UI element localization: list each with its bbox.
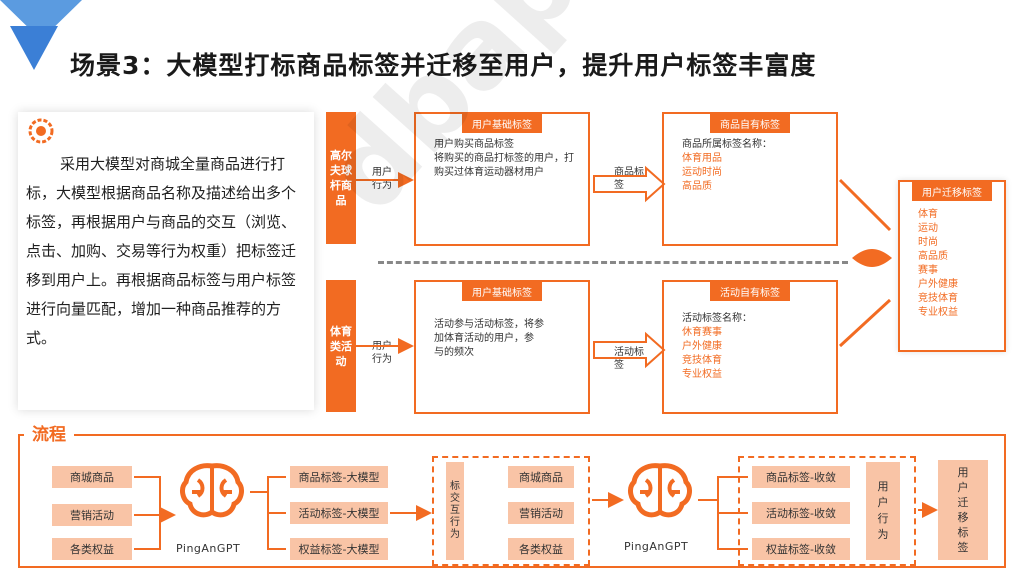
bottom-user-basic-line-1: 活动参与活动标签，将参: [434, 319, 544, 330]
activity-tag-label: 活动标签: [614, 347, 644, 371]
flow-input2-campaign: 营销活动: [508, 502, 574, 524]
intro-text: 采用大模型对商城全量商品进行打标，大模型根据商品名称及描述给出多个标签，再根据用…: [26, 155, 297, 347]
brain-icon-2: [628, 463, 692, 518]
flow-brand-1: PingAnGPT: [176, 542, 241, 555]
section-divider: [378, 261, 848, 264]
flow-label-goods-llm: 商品标签-大模型: [290, 466, 388, 488]
migrated-tag-6: 户外健康: [918, 279, 958, 290]
flow-brand-2: PingAnGPT: [624, 540, 689, 553]
flow-label-activity-llm: 活动标签-大模型: [290, 502, 388, 524]
migrated-tag-2: 运动: [918, 223, 938, 234]
flow-label-rights-llm: 权益标签-大模型: [290, 538, 388, 560]
migrated-tag-3: 时尚: [918, 237, 938, 248]
migrated-tag-5: 赛事: [918, 265, 938, 276]
top-user-basic-line-1: 用户购买商品标签: [434, 139, 514, 150]
logo-icon: [28, 118, 54, 144]
flow-user-behavior: 用户行为: [866, 462, 900, 560]
goods-own-tag-header: 商品自有标签: [710, 114, 790, 133]
brain-icon: [180, 463, 244, 518]
activity-own-tag-2: 户外健康: [682, 341, 722, 352]
page-title: 场景3：大模型打标商品标签并迁移至用户，提升用户标签丰富度: [70, 51, 817, 80]
goods-own-tag-3: 高品质: [682, 181, 712, 192]
activity-own-tag-3: 竞技体育: [682, 355, 722, 366]
activity-own-tag-header: 活动自有标签: [710, 282, 790, 301]
flow-mid-group: [432, 456, 590, 566]
flow-panel: [18, 434, 1006, 568]
bottom-user-behavior-label: 用户行为: [372, 341, 392, 365]
top-user-basic-line-2: 将购买的商品打标签的用户，打: [434, 153, 574, 164]
flow-input2-goods: 商城商品: [508, 466, 574, 488]
top-user-basic-box: 用户基础标签 用户购买商品标签 将购买的商品打标签的用户，打 购买过体育运动器材…: [414, 112, 590, 246]
top-user-behavior-label: 用户行为: [372, 167, 392, 191]
bottom-user-basic-header: 用户基础标签: [462, 282, 542, 301]
flow-title: 流程: [24, 420, 74, 445]
goods-own-tag-intro: 商品所属标签名称：: [682, 139, 772, 150]
flow-input-campaign: 营销活动: [52, 504, 132, 526]
tab-golf-goods: 高尔夫球杆商品: [326, 112, 356, 244]
activity-own-tag-box: 活动自有标签 活动标签名称： 休育赛事 户外健康 竞技体育 专业权益: [662, 280, 838, 414]
migrated-tag-7: 竞技体育: [918, 293, 958, 304]
corner-decoration: [0, 0, 82, 70]
flow-input-goods: 商城商品: [52, 466, 132, 488]
flow-label-rights-converge: 权益标签-收敛: [752, 538, 850, 560]
flow-input2-rights: 各类权益: [508, 538, 574, 560]
top-user-basic-header: 用户基础标签: [462, 114, 542, 133]
goods-own-tag-2: 运动时尚: [682, 167, 722, 178]
top-user-basic-line-3: 购买过体育运动器材用户: [434, 167, 544, 178]
flow-relation-label: 标交互行为: [446, 462, 464, 560]
flow-final-tag: 用户迁移标签: [938, 460, 988, 560]
user-migrated-tag-box: 用户迁移标签 体育 运动 时尚 高品质 赛事 户外健康 竞技体育 专业权益: [898, 180, 1006, 352]
intro-card: 采用大模型对商城全量商品进行打标，大模型根据商品名称及描述给出多个标签，再根据用…: [18, 112, 314, 410]
tab-sports-activity: 体育类活动: [326, 280, 356, 412]
migrated-tag-4: 高品质: [918, 251, 948, 262]
bottom-user-basic-line-3: 与的频次: [434, 347, 474, 358]
activity-own-tag-intro: 活动标签名称：: [682, 313, 752, 324]
flow-input-rights: 各类权益: [52, 538, 132, 560]
flow-label-activity-converge: 活动标签-收敛: [752, 502, 850, 524]
migrated-tag-1: 体育: [918, 209, 938, 220]
activity-own-tag-4: 专业权益: [682, 369, 722, 380]
goods-own-tag-box: 商品自有标签 商品所属标签名称： 体育用品 运动时尚 高品质: [662, 112, 838, 246]
migrated-tag-8: 专业权益: [918, 307, 958, 318]
user-migrated-tag-header: 用户迁移标签: [912, 182, 992, 201]
activity-own-tag-1: 休育赛事: [682, 327, 722, 338]
goods-tag-label: 商品标签: [614, 167, 644, 191]
bottom-user-basic-line-2: 加体育活动的用户，参: [434, 333, 534, 344]
goods-own-tag-1: 体育用品: [682, 153, 722, 164]
bottom-user-basic-box: 用户基础标签 活动参与活动标签，将参 加体育活动的用户，参 与的频次: [414, 280, 590, 414]
flow-label-goods-converge: 商品标签-收敛: [752, 466, 850, 488]
